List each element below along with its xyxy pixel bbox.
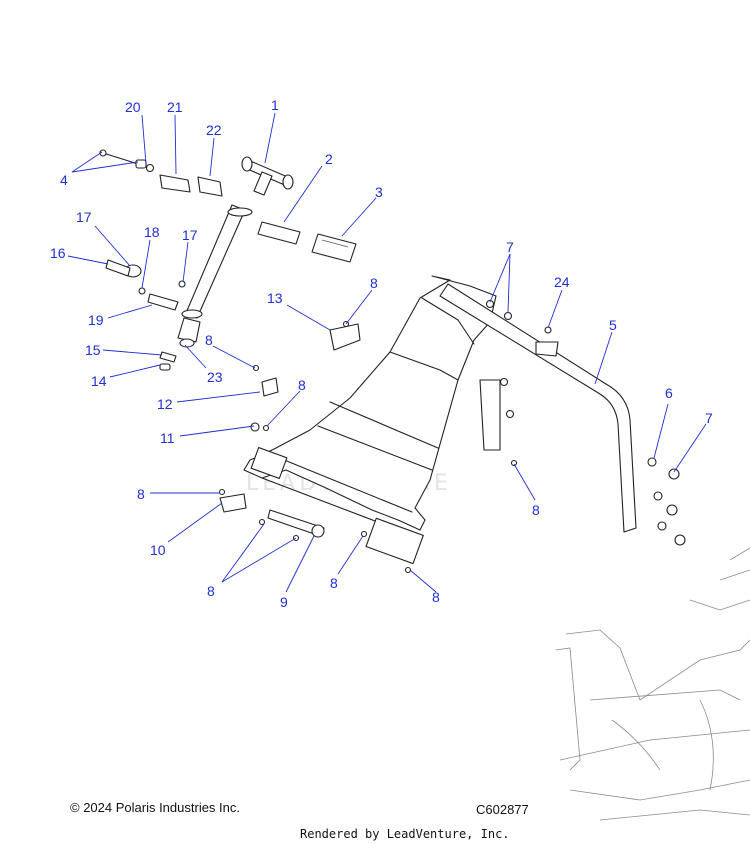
callout-8f[interactable]: 8	[330, 575, 338, 591]
callout-20[interactable]: 20	[125, 99, 141, 115]
callout-18[interactable]: 18	[144, 224, 160, 240]
part-plates	[257, 221, 357, 263]
part-tie-rod	[105, 259, 186, 371]
callout-24[interactable]: 24	[554, 274, 570, 290]
callout-8d[interactable]: 8	[137, 486, 145, 502]
callout-8b[interactable]: 8	[298, 377, 306, 393]
copyright-text: © 2024 Polaris Industries Inc.	[70, 800, 240, 815]
rendered-by-text: Rendered by LeadVenture, Inc.	[300, 827, 510, 841]
callout-21[interactable]: 21	[167, 99, 183, 115]
callout-3[interactable]: 3	[375, 184, 383, 200]
callout-10[interactable]: 10	[150, 542, 166, 558]
callout-8e[interactable]: 8	[207, 583, 215, 599]
diagram-code: C602877	[476, 802, 529, 817]
callout-17b[interactable]: 17	[182, 227, 198, 243]
callout-11[interactable]: 11	[160, 430, 175, 446]
callout-13[interactable]: 13	[267, 290, 283, 306]
callout-8c[interactable]: 8	[370, 275, 378, 291]
callout-8h[interactable]: 8	[432, 589, 440, 605]
callout-12[interactable]: 12	[157, 396, 173, 412]
callout-8a[interactable]: 8	[205, 332, 213, 348]
callout-7b[interactable]: 7	[705, 410, 713, 426]
callout-15[interactable]: 15	[85, 342, 101, 358]
callout-5[interactable]: 5	[609, 317, 617, 333]
callout-labels: 20 21 1 22 4 2 3 17 18 17 16 19 15 23 14…	[50, 97, 713, 610]
callout-7a[interactable]: 7	[506, 239, 514, 255]
ghost-chassis	[555, 547, 750, 821]
part-brackets	[219, 323, 361, 538]
callout-4[interactable]: 4	[60, 172, 68, 188]
callout-16[interactable]: 16	[50, 245, 66, 261]
callout-6[interactable]: 6	[665, 385, 673, 401]
callout-14[interactable]: 14	[91, 373, 107, 389]
callout-19[interactable]: 19	[88, 312, 104, 328]
part-fasteners	[218, 299, 686, 574]
callout-leaders	[67, 112, 707, 593]
callout-17a[interactable]: 17	[76, 209, 92, 225]
callout-2[interactable]: 2	[325, 151, 333, 167]
callout-23[interactable]: 23	[207, 369, 223, 385]
part-front-frame	[243, 275, 497, 565]
part-steering-column	[177, 156, 294, 348]
callout-9[interactable]: 9	[280, 594, 288, 610]
part-roll-bar	[439, 283, 637, 533]
part-clamp-hardware	[99, 149, 223, 197]
callout-8g[interactable]: 8	[532, 502, 540, 518]
callout-1[interactable]: 1	[271, 97, 279, 113]
callout-22[interactable]: 22	[206, 122, 222, 138]
